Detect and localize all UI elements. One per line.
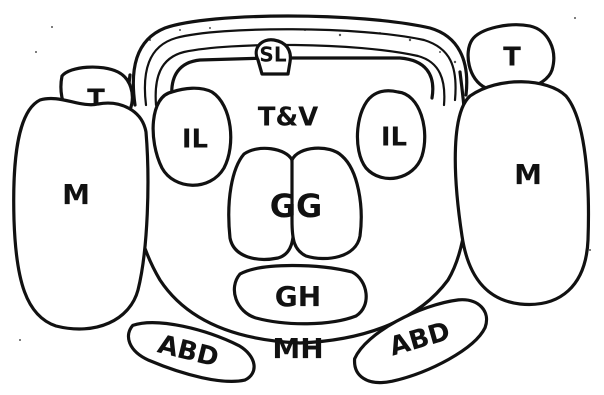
sl-label: SL	[259, 43, 286, 67]
m-right-muscle	[455, 82, 588, 305]
m-left-muscle	[14, 98, 148, 328]
m-left-label: M	[62, 178, 90, 211]
t-right-label: T	[503, 43, 521, 73]
m-right-label: M	[514, 158, 542, 191]
gg-label: GG	[270, 187, 323, 225]
gh-label: GH	[275, 280, 321, 313]
il-left-label: IL	[182, 125, 208, 155]
tv-label: T&V	[258, 103, 319, 133]
il-right-label: IL	[381, 123, 407, 153]
mh-label: MH	[272, 332, 323, 365]
